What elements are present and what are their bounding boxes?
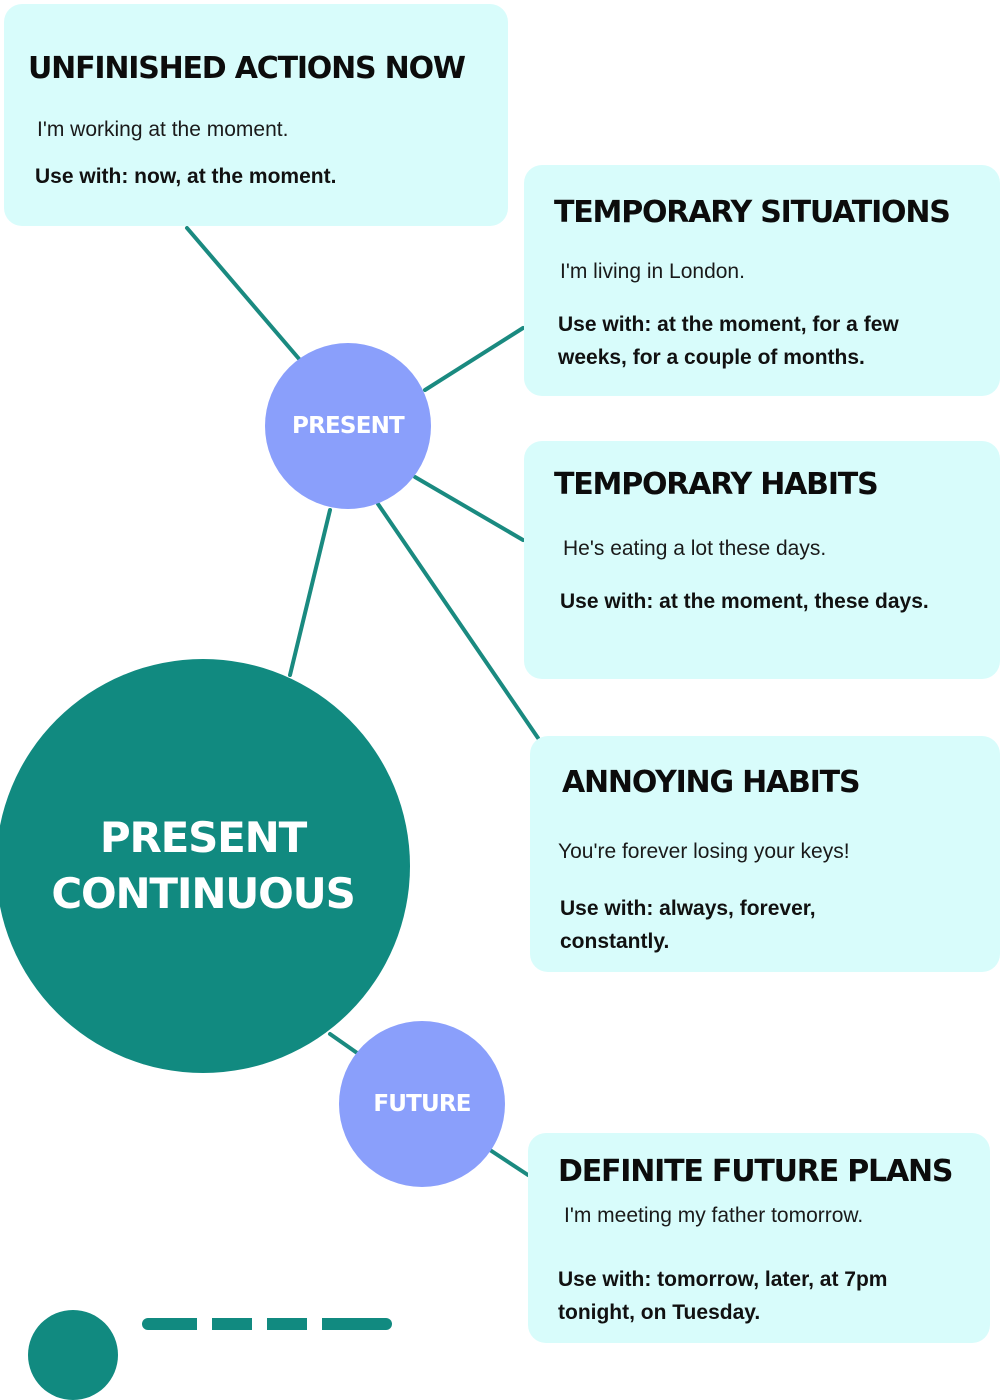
card-usage: Use with: at the moment, these days. — [560, 590, 929, 613]
connector-main-future — [328, 1032, 362, 1057]
main-node-line-2: CONTINUOUS — [51, 869, 355, 918]
future-node: FUTURE — [339, 1021, 505, 1187]
card-definite-future-plans: DEFINITE FUTURE PLANS I'm meeting my fat… — [528, 1133, 990, 1343]
card-title: UNFINISHED ACTIONS NOW — [28, 51, 466, 86]
card-unfinished-actions-now: UNFINISHED ACTIONS NOW I'm working at th… — [4, 4, 508, 226]
card-usage: Use with: always, forever, constantly. — [560, 897, 816, 953]
logo-mark-icon — [28, 1310, 118, 1400]
card-usage: Use with: at the moment, for a few weeks… — [558, 313, 899, 369]
connector-present-temporary-situations — [423, 326, 525, 392]
present-node: PRESENT — [265, 343, 431, 509]
card-usage: Use with: now, at the moment. — [35, 165, 337, 188]
card-example: I'm working at the moment. — [37, 118, 289, 141]
card-example: He's eating a lot these days. — [563, 537, 827, 560]
connector-present-unfinished — [185, 226, 302, 362]
connector-present-annoying-habits — [376, 502, 540, 740]
card-title: ANNOYING HABITS — [562, 765, 861, 800]
card-annoying-habits: ANNOYING HABITS You're forever losing yo… — [530, 736, 1000, 972]
card-usage: Use with: tomorrow, later, at 7pm tonigh… — [558, 1268, 888, 1324]
card-title: TEMPORARY HABITS — [554, 467, 879, 502]
card-example: You're forever losing your keys! — [558, 840, 850, 863]
connector-main-present — [288, 508, 332, 677]
present-continuous-node: PRESENT CONTINUOUS — [0, 659, 410, 1073]
connector-present-temporary-habits — [413, 475, 525, 542]
card-temporary-habits: TEMPORARY HABITS He's eating a lot these… — [524, 441, 1000, 679]
main-node-line-1: PRESENT — [99, 813, 307, 862]
card-title: DEFINITE FUTURE PLANS — [558, 1154, 953, 1189]
connector-future-plans — [488, 1148, 530, 1177]
logo-wordmark-fragment — [142, 1318, 392, 1330]
card-temporary-situations: TEMPORARY SITUATIONS I'm living in Londo… — [524, 165, 1000, 396]
card-title: TEMPORARY SITUATIONS — [554, 195, 951, 230]
card-example: I'm meeting my father tomorrow. — [564, 1204, 864, 1227]
present-node-label: PRESENT — [292, 413, 405, 439]
connector-lines — [185, 226, 540, 1177]
card-example: I'm living in London. — [560, 260, 745, 283]
future-node-label: FUTURE — [373, 1091, 471, 1117]
